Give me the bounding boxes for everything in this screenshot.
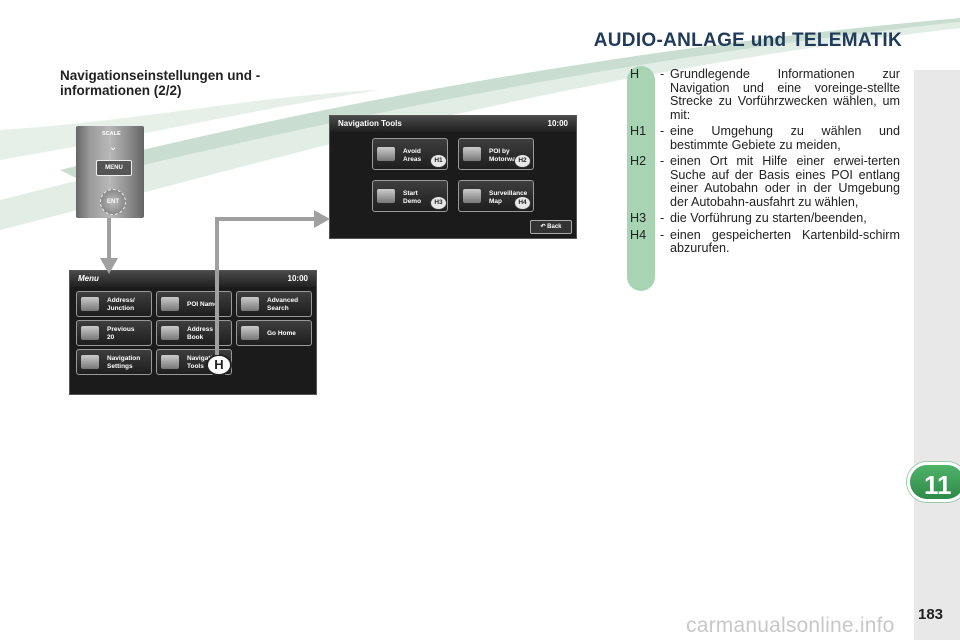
- badge-h1: H1: [430, 154, 447, 168]
- watermark-text: carmanualsonline.info: [686, 614, 895, 637]
- scale-label: SCALE: [102, 131, 121, 137]
- menu-screen: Menu 10:00 Address/Junction POI Name Adv…: [69, 270, 317, 395]
- remote-ent-knob: ENT: [100, 189, 126, 215]
- tools-icon: [161, 355, 179, 369]
- menu-screen-titlebar: Menu 10:00: [70, 271, 316, 287]
- demo-car-icon: [377, 189, 395, 203]
- section-title-line2: informationen (2/2): [60, 83, 182, 98]
- description-item-h4: H4-einen gespeicherten Kartenbild-schirm…: [630, 227, 900, 255]
- back-button: ↶ Back: [530, 220, 572, 234]
- surveillance-map-icon: [463, 189, 481, 203]
- avoid-areas-icon: [377, 147, 395, 161]
- menu-screen-time: 10:00: [287, 274, 308, 283]
- description-list: H-Grundlegende Informationen zur Navigat…: [628, 67, 900, 259]
- badge-h4: H4: [514, 196, 531, 210]
- chapter-tab: 11: [907, 462, 960, 502]
- menu-btn-address-junction: Address/Junction: [76, 291, 152, 317]
- magnifier-icon: [241, 297, 259, 311]
- nav-tools-time: 10:00: [547, 119, 568, 128]
- address-icon: [81, 297, 99, 311]
- section-title-line1: Navigationseinstellungen und -: [60, 68, 261, 83]
- book-icon: [161, 326, 179, 340]
- description-item-h1: H1-eine Umgehung zu wählen und bestimmte…: [630, 124, 900, 152]
- description-item-h3: H3-die Vorführung zu starten/beenden,: [630, 211, 867, 225]
- menu-btn-poi-name: POI Name: [156, 291, 232, 317]
- page-number: 183: [918, 606, 944, 623]
- right-edge-bar: [914, 70, 960, 640]
- description-item-h: H-Grundlegende Informationen zur Navigat…: [630, 67, 900, 122]
- remote-control-image: SCALE ⌄ MENU ENT: [76, 126, 144, 218]
- badge-h3: H3: [430, 196, 447, 210]
- description-item-h2: H2-einen Ort mit Hilfe einer erwei-terte…: [630, 154, 900, 209]
- poi-icon: [161, 297, 179, 311]
- description-marker-bar: [627, 66, 655, 291]
- nav-tools-titlebar: Navigation Tools 10:00: [330, 116, 576, 132]
- settings-icon: [81, 355, 99, 369]
- home-icon: [241, 326, 259, 340]
- nav-tools-title: Navigation Tools: [338, 119, 402, 128]
- menu-btn-go-home: Go Home: [236, 320, 312, 346]
- remote-menu-button: MENU: [96, 160, 132, 176]
- chevron-down-icon: ⌄: [109, 142, 118, 153]
- section-title: Navigationseinstellungen und - informati…: [60, 68, 260, 98]
- history-icon: [81, 326, 99, 340]
- callout-h-badge: H: [206, 354, 232, 376]
- menu-screen-title: Menu: [78, 274, 99, 283]
- badge-h2: H2: [514, 154, 531, 168]
- poi-motorway-icon: [463, 147, 481, 161]
- page-header: AUDIO-ANLAGE und TELEMATIK: [593, 30, 902, 51]
